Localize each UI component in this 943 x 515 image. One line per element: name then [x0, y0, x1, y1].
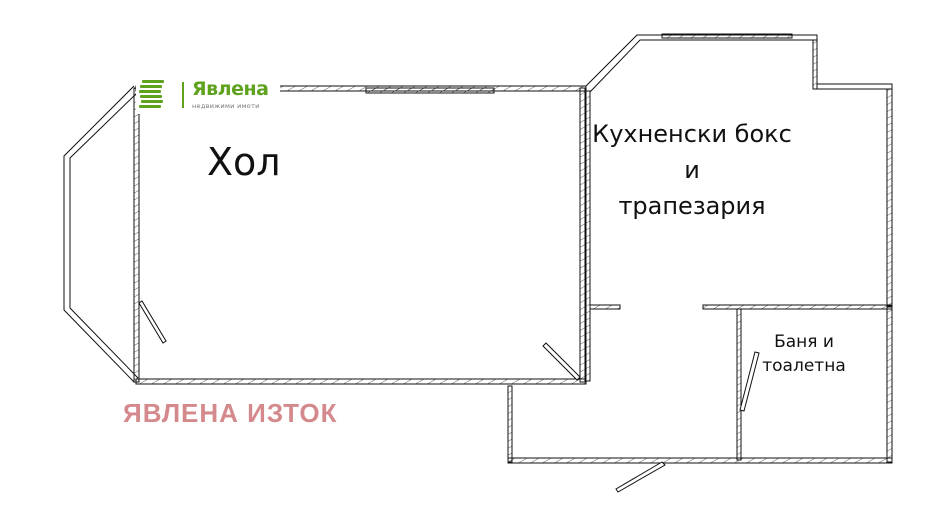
hall-right-door — [542, 342, 581, 381]
kitchen-walls — [585, 33, 893, 308]
doors — [138, 300, 760, 493]
bath-label-line-1: Баня и — [774, 332, 834, 352]
kitchen-label-line-2: и — [684, 156, 700, 184]
logo-name: Явлена — [192, 78, 269, 100]
hall-walls — [133, 85, 591, 385]
room-label-bathroom: Баня и тоалетна — [756, 330, 852, 378]
hall-left-door — [138, 300, 167, 344]
logo-tagline: недвижими имоти — [192, 102, 260, 110]
interior-walls — [507, 304, 893, 464]
bath-label-line-2: тоалетна — [762, 356, 846, 376]
stacked-stripes-logo-icon — [139, 80, 164, 108]
watermark-text: ЯВЛЕНА ИЗТОК — [123, 398, 338, 428]
brand-logo: Явлена недвижими имоти — [136, 78, 280, 114]
room-label-hall: Хол — [207, 140, 281, 184]
kitchen-label-line-3: трапезария — [618, 192, 766, 220]
kitchen-label-line-1: Кухненски бокс — [592, 120, 792, 148]
logo-divider — [182, 82, 184, 108]
bay-window — [63, 85, 139, 383]
room-label-kitchen: Кухненски бокс и трапезария — [586, 116, 798, 224]
bathroom-door — [739, 351, 760, 412]
entrance-door — [615, 461, 666, 493]
